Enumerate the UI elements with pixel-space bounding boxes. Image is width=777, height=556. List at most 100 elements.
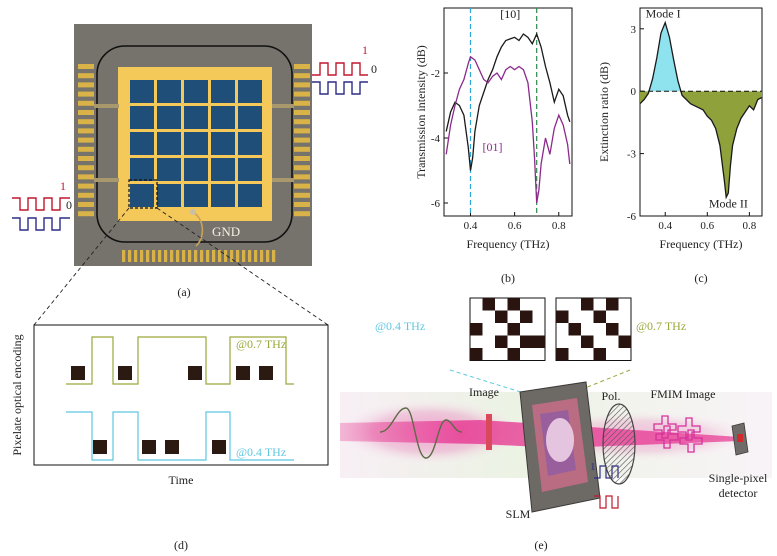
detector-label-2: detector: [719, 486, 758, 500]
pad-right: [294, 165, 310, 171]
pad-bottom: [134, 250, 138, 262]
chart-c-ylabel: Extinction ratio (dB): [597, 62, 611, 162]
trace-right: [272, 104, 294, 108]
caption-d: (d): [174, 538, 188, 552]
mask-cell: [482, 298, 495, 311]
mask-cell: [470, 348, 483, 361]
series-label: [01]: [483, 140, 503, 154]
pad-left: [78, 202, 94, 207]
chart-c-frame: [639, 7, 763, 217]
pixel-cell: [238, 132, 262, 155]
waveform-top-right: 1 0: [312, 43, 377, 95]
pad-bottom: [128, 250, 132, 262]
panel-d-ylabel: Pixelate optical encoding: [10, 334, 24, 455]
pixel-cell: [184, 106, 208, 129]
mask-cell: [507, 298, 520, 311]
pad-bottom: [248, 250, 252, 262]
pad-right: [294, 202, 310, 207]
block-07: [118, 366, 132, 380]
single-pixel-detector: [731, 422, 749, 456]
pad-bottom: [266, 250, 270, 262]
pixel-cell: [238, 80, 262, 103]
y-tick-label: -2: [431, 68, 440, 80]
pad-bottom: [170, 250, 174, 262]
label-07-thz: @0.7 THz: [236, 337, 286, 351]
pad-left: [78, 192, 94, 198]
mask-cell: [520, 335, 533, 348]
pad-right: [294, 192, 310, 198]
pad-left: [78, 165, 94, 171]
pad-right: [294, 137, 310, 143]
pixel-cell: [130, 80, 154, 103]
pad-bottom: [230, 250, 234, 262]
x-tick-label: 0.6: [700, 220, 714, 232]
mask-cell: [520, 310, 533, 323]
encoding-blocks: [71, 366, 273, 454]
block-07: [259, 366, 273, 380]
pad-left: [78, 73, 94, 79]
label-e-07-thz: @0.7 THz: [636, 319, 686, 333]
y-tick-label: 0: [631, 86, 637, 98]
mask-0-7-thz: [555, 297, 632, 361]
pad-bottom: [182, 250, 186, 262]
pad-bottom: [122, 250, 126, 262]
pixel-grid: [130, 80, 262, 207]
mask-cell: [581, 298, 594, 311]
y-tick-label: -6: [627, 211, 637, 223]
pad-bottom: [188, 250, 192, 262]
pad-right: [294, 146, 310, 152]
pixel-cell: [211, 184, 235, 207]
pad-bottom: [212, 250, 216, 262]
pad-bottom: [206, 250, 210, 262]
x-tick-label: 0.8: [552, 220, 566, 232]
annotation-mode-2: Mode II: [709, 197, 748, 211]
mask-cell: [556, 310, 569, 323]
pixel-cell: [238, 184, 262, 207]
pad-right: [294, 174, 310, 180]
block-07: [188, 366, 202, 380]
pad-left: [78, 174, 94, 180]
y-tick-label: -3: [627, 149, 637, 161]
block-07: [236, 366, 250, 380]
caption-b: (b): [501, 271, 515, 285]
trace-right: [272, 178, 294, 182]
panel-a-chip: GND 1 0 1 0 (a): [12, 24, 377, 299]
y-tick-label: -6: [431, 198, 441, 210]
pixel-cell: [238, 158, 262, 181]
mask-cell: [581, 335, 594, 348]
x-tick-label: 0.4: [464, 220, 478, 232]
x-tick-label: 0.6: [508, 220, 522, 232]
trace-left: [94, 104, 119, 108]
pad-bottom: [158, 250, 162, 262]
gnd-contact: [190, 209, 196, 215]
signal-top-high: 1: [362, 43, 368, 57]
pad-left: [78, 156, 94, 161]
pad-right: [294, 73, 310, 79]
waveform-bottom-left: 1 0: [12, 179, 72, 231]
pixel-cell: [238, 106, 262, 129]
pixel-cell: [130, 184, 154, 207]
pad-left: [78, 91, 94, 97]
pad-bottom: [236, 250, 240, 262]
x-tick-label: 0.4: [658, 220, 672, 232]
area-negative: [640, 91, 762, 198]
image-label: Image: [469, 385, 499, 399]
mask-cell: [507, 348, 520, 361]
pad-bottom: [152, 250, 156, 262]
pad-bottom: [254, 250, 258, 262]
bottom-pads: [122, 250, 276, 262]
panel-d-encoding: @0.7 THz @0.4 THz Pixelate optical encod…: [10, 324, 329, 552]
mask-cell: [568, 323, 581, 336]
series-line: [445, 55, 571, 204]
pad-left: [78, 110, 94, 115]
thz-pulse-waveform: [379, 407, 463, 459]
y-tick-label: 3: [631, 24, 637, 36]
panel-e-setup: Image @0.4 THz @0.7 THz SLM 1 Pol.: [335, 297, 772, 552]
contact-pads: [78, 64, 310, 217]
mask-cell: [532, 335, 545, 348]
slm-signal-label: 1: [590, 461, 596, 473]
mask-cell: [507, 323, 520, 336]
